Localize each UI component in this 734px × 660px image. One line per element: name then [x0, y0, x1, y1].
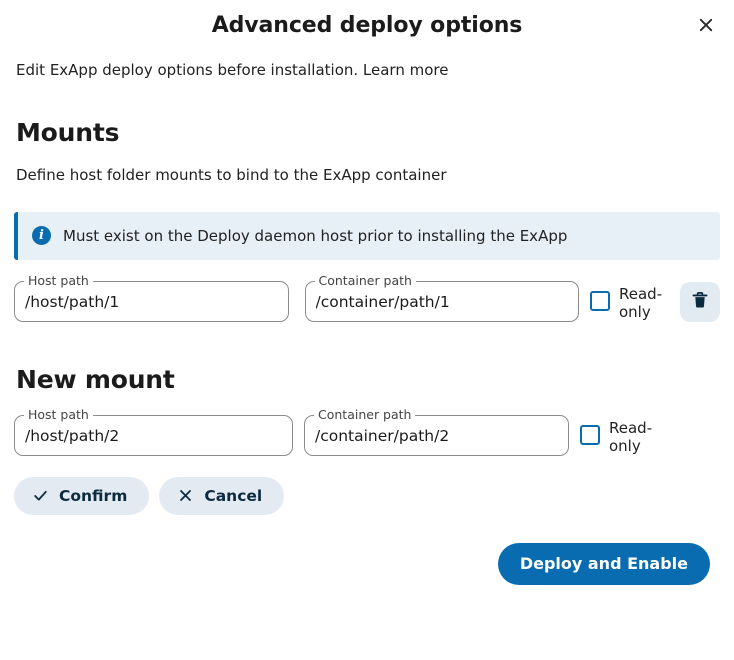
new-mount-heading: New mount: [16, 365, 720, 394]
mounts-heading: Mounts: [16, 118, 720, 147]
dialog-body: Edit ExApp deploy options before install…: [0, 61, 734, 585]
container-path-label: Container path: [315, 275, 416, 288]
new-readonly-label: Read-only: [609, 419, 661, 456]
readonly-label: Read-only: [619, 285, 671, 322]
check-icon: [32, 487, 49, 504]
trash-icon: [691, 291, 709, 313]
readonly-checkbox[interactable]: [590, 291, 610, 311]
dialog-intro: Edit ExApp deploy options before install…: [16, 61, 720, 81]
learn-more-link[interactable]: Learn more: [363, 61, 449, 79]
delete-mount-button[interactable]: [680, 282, 720, 322]
new-host-path-label: Host path: [24, 409, 93, 422]
cancel-button-label: Cancel: [204, 487, 262, 505]
mounts-description: Define host folder mounts to bind to the…: [16, 166, 720, 184]
info-icon: i: [32, 226, 51, 245]
new-readonly-checkbox-group[interactable]: Read-only: [580, 416, 661, 456]
host-path-label: Host path: [24, 275, 93, 288]
deploy-and-enable-button[interactable]: Deploy and Enable: [498, 543, 710, 585]
dialog-intro-text: Edit ExApp deploy options before install…: [16, 61, 363, 79]
close-icon: [696, 15, 716, 35]
new-host-path-input[interactable]: [25, 427, 282, 445]
dialog-title: Advanced deploy options: [212, 13, 523, 38]
mounts-info-banner: i Must exist on the Deploy daemon host p…: [14, 212, 720, 260]
new-mount-row: Host path Container path Read-only: [14, 415, 720, 456]
new-container-path-input[interactable]: [315, 427, 558, 445]
container-path-field[interactable]: Container path: [305, 281, 580, 322]
close-button[interactable]: [688, 7, 724, 43]
cancel-button[interactable]: Cancel: [159, 477, 284, 515]
new-container-path-label: Container path: [314, 409, 415, 422]
mount-row: Host path Container path Read-only: [14, 281, 720, 322]
new-container-path-field[interactable]: Container path: [304, 415, 569, 456]
host-path-input[interactable]: [25, 293, 278, 311]
readonly-checkbox-group[interactable]: Read-only: [590, 282, 671, 322]
new-readonly-checkbox[interactable]: [580, 425, 600, 445]
container-path-input[interactable]: [316, 293, 569, 311]
mounts-info-text: Must exist on the Deploy daemon host pri…: [63, 227, 567, 245]
dialog-footer: Deploy and Enable: [14, 543, 720, 585]
confirm-button-label: Confirm: [59, 487, 127, 505]
close-icon: [177, 487, 194, 504]
new-mount-actions: Confirm Cancel: [14, 477, 720, 515]
host-path-field[interactable]: Host path: [14, 281, 289, 322]
confirm-button[interactable]: Confirm: [14, 477, 149, 515]
dialog-header: Advanced deploy options: [0, 0, 734, 50]
new-host-path-field[interactable]: Host path: [14, 415, 293, 456]
